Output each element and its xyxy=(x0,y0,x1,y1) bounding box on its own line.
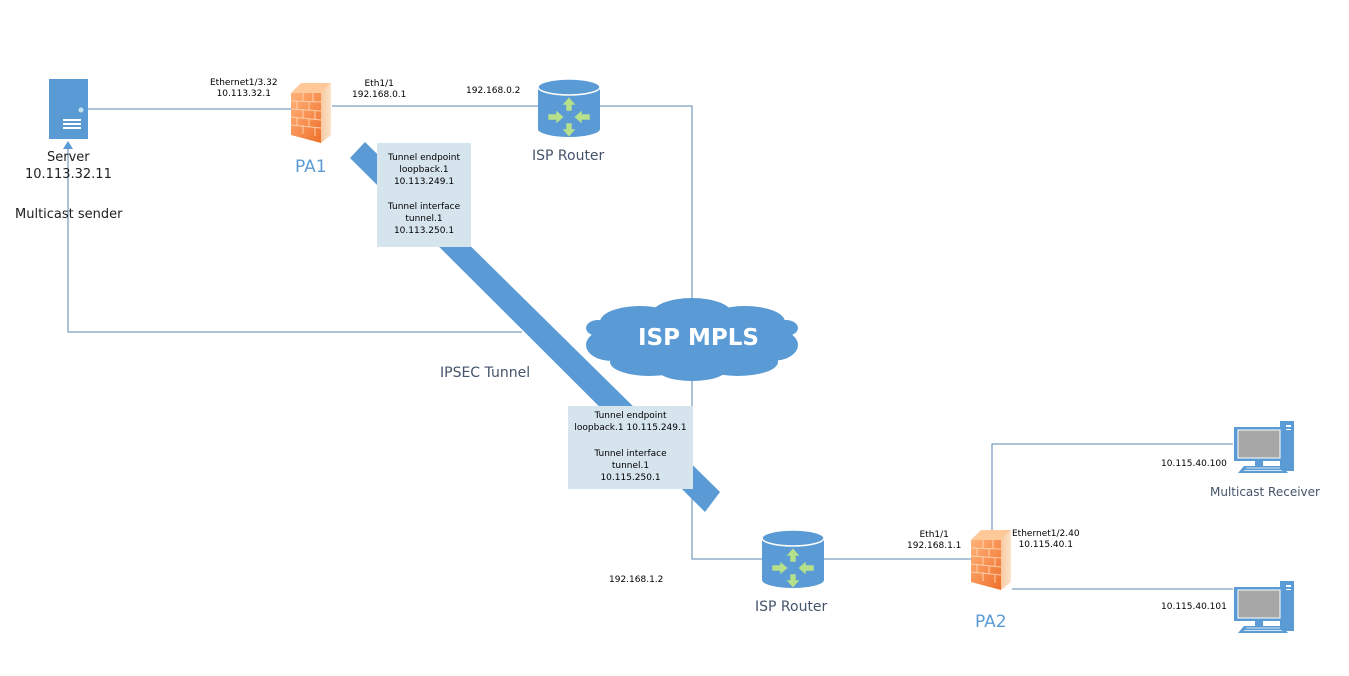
pa2-tunnel-interface-name: tunnel.1 xyxy=(611,461,650,471)
pa2-tunnel-interface-label: Tunnel interface xyxy=(594,449,667,459)
mpls-cloud-icon[interactable] xyxy=(586,298,798,381)
isp-router-2-name: ISP Router xyxy=(755,599,828,615)
server-role: Multicast sender xyxy=(15,207,123,222)
isp-router-1-name: ISP Router xyxy=(532,148,605,164)
pa1-tunnel-endpoint-ip: 10.113.249.1 xyxy=(393,177,455,187)
receiver-1-computer-icon[interactable] xyxy=(1233,420,1295,474)
pa2-tunnel-interface-ip: 10.115.250.1 xyxy=(600,473,661,483)
pa1-name: PA1 xyxy=(295,157,327,177)
server-icon[interactable] xyxy=(49,79,88,139)
pa2-inside-interface-name: Ethernet1/2.40 xyxy=(1012,529,1080,539)
pa2-name: PA2 xyxy=(975,612,1007,632)
pa1-tunnel-info-box: Tunnel endpoint loopback.1 10.113.249.1 … xyxy=(377,143,471,247)
isp-router-2-ip: 192.168.1.2 xyxy=(609,575,664,585)
pa2-firewall-icon[interactable] xyxy=(970,529,1012,591)
link-pa2-receiver1 xyxy=(991,443,1233,530)
pa2-tunnel-endpoint-label: Tunnel endpoint xyxy=(594,411,667,421)
isp-router-1-ip: 192.168.0.2 xyxy=(466,86,521,96)
receiver-1-name: Multicast Receiver xyxy=(1210,485,1320,499)
pa1-tunnel-endpoint-iface: loopback.1 xyxy=(399,165,449,175)
pa2-outside-interface: Eth1/1 192.168.1.1 xyxy=(907,530,961,552)
pa2-inside-interface: Ethernet1/2.40 10.115.40.1 xyxy=(1012,529,1080,551)
pa2-outside-interface-name: Eth1/1 xyxy=(919,530,949,540)
pa1-firewall-icon[interactable] xyxy=(290,82,332,144)
pa1-inside-interface-name: Ethernet1/3.32 xyxy=(210,78,278,88)
pa1-outside-interface: Eth1/1 192.168.0.1 xyxy=(352,79,406,101)
link-mpls-isprouter2 xyxy=(691,380,762,560)
receiver-2-ip: 10.115.40.101 xyxy=(1161,602,1227,612)
isp-router-2-icon[interactable] xyxy=(761,529,825,589)
link-multicast-return xyxy=(67,145,522,333)
mpls-name: ISP MPLS xyxy=(638,325,759,351)
ipsec-tunnel-label: IPSEC Tunnel xyxy=(440,365,531,381)
receiver-1-ip: 10.115.40.100 xyxy=(1161,459,1227,469)
pa1-outside-ip: 192.168.0.1 xyxy=(352,90,407,100)
pa1-tunnel-interface-name: tunnel.1 xyxy=(405,214,443,224)
pa1-tunnel-interface-ip: 10.113.250.1 xyxy=(393,226,455,236)
pa1-outside-interface-name: Eth1/1 xyxy=(364,79,394,89)
receiver-2-computer-icon[interactable] xyxy=(1233,580,1295,634)
pa1-inside-interface: Ethernet1/3.32 10.113.32.1 xyxy=(210,78,278,100)
isp-router-1-icon[interactable] xyxy=(537,78,601,138)
pa2-tunnel-endpoint-line: loopback.1 10.115.249.1 xyxy=(574,423,687,433)
pa1-tunnel-endpoint-label: Tunnel endpoint xyxy=(387,153,461,163)
pa2-outside-ip: 192.168.1.1 xyxy=(907,541,962,551)
server-ip: 10.113.32.11 xyxy=(25,167,112,182)
links xyxy=(67,105,1233,590)
pa2-inside-ip: 10.115.40.1 xyxy=(1018,540,1073,550)
pa1-tunnel-interface-label: Tunnel interface xyxy=(387,202,461,212)
link-isprouter1-mpls xyxy=(598,105,693,300)
pa1-inside-ip: 10.113.32.1 xyxy=(216,89,271,99)
server-name: Server xyxy=(47,150,90,165)
arrow-up-icon xyxy=(63,141,73,149)
pa2-tunnel-info-box: Tunnel endpoint loopback.1 10.115.249.1 … xyxy=(568,406,693,489)
